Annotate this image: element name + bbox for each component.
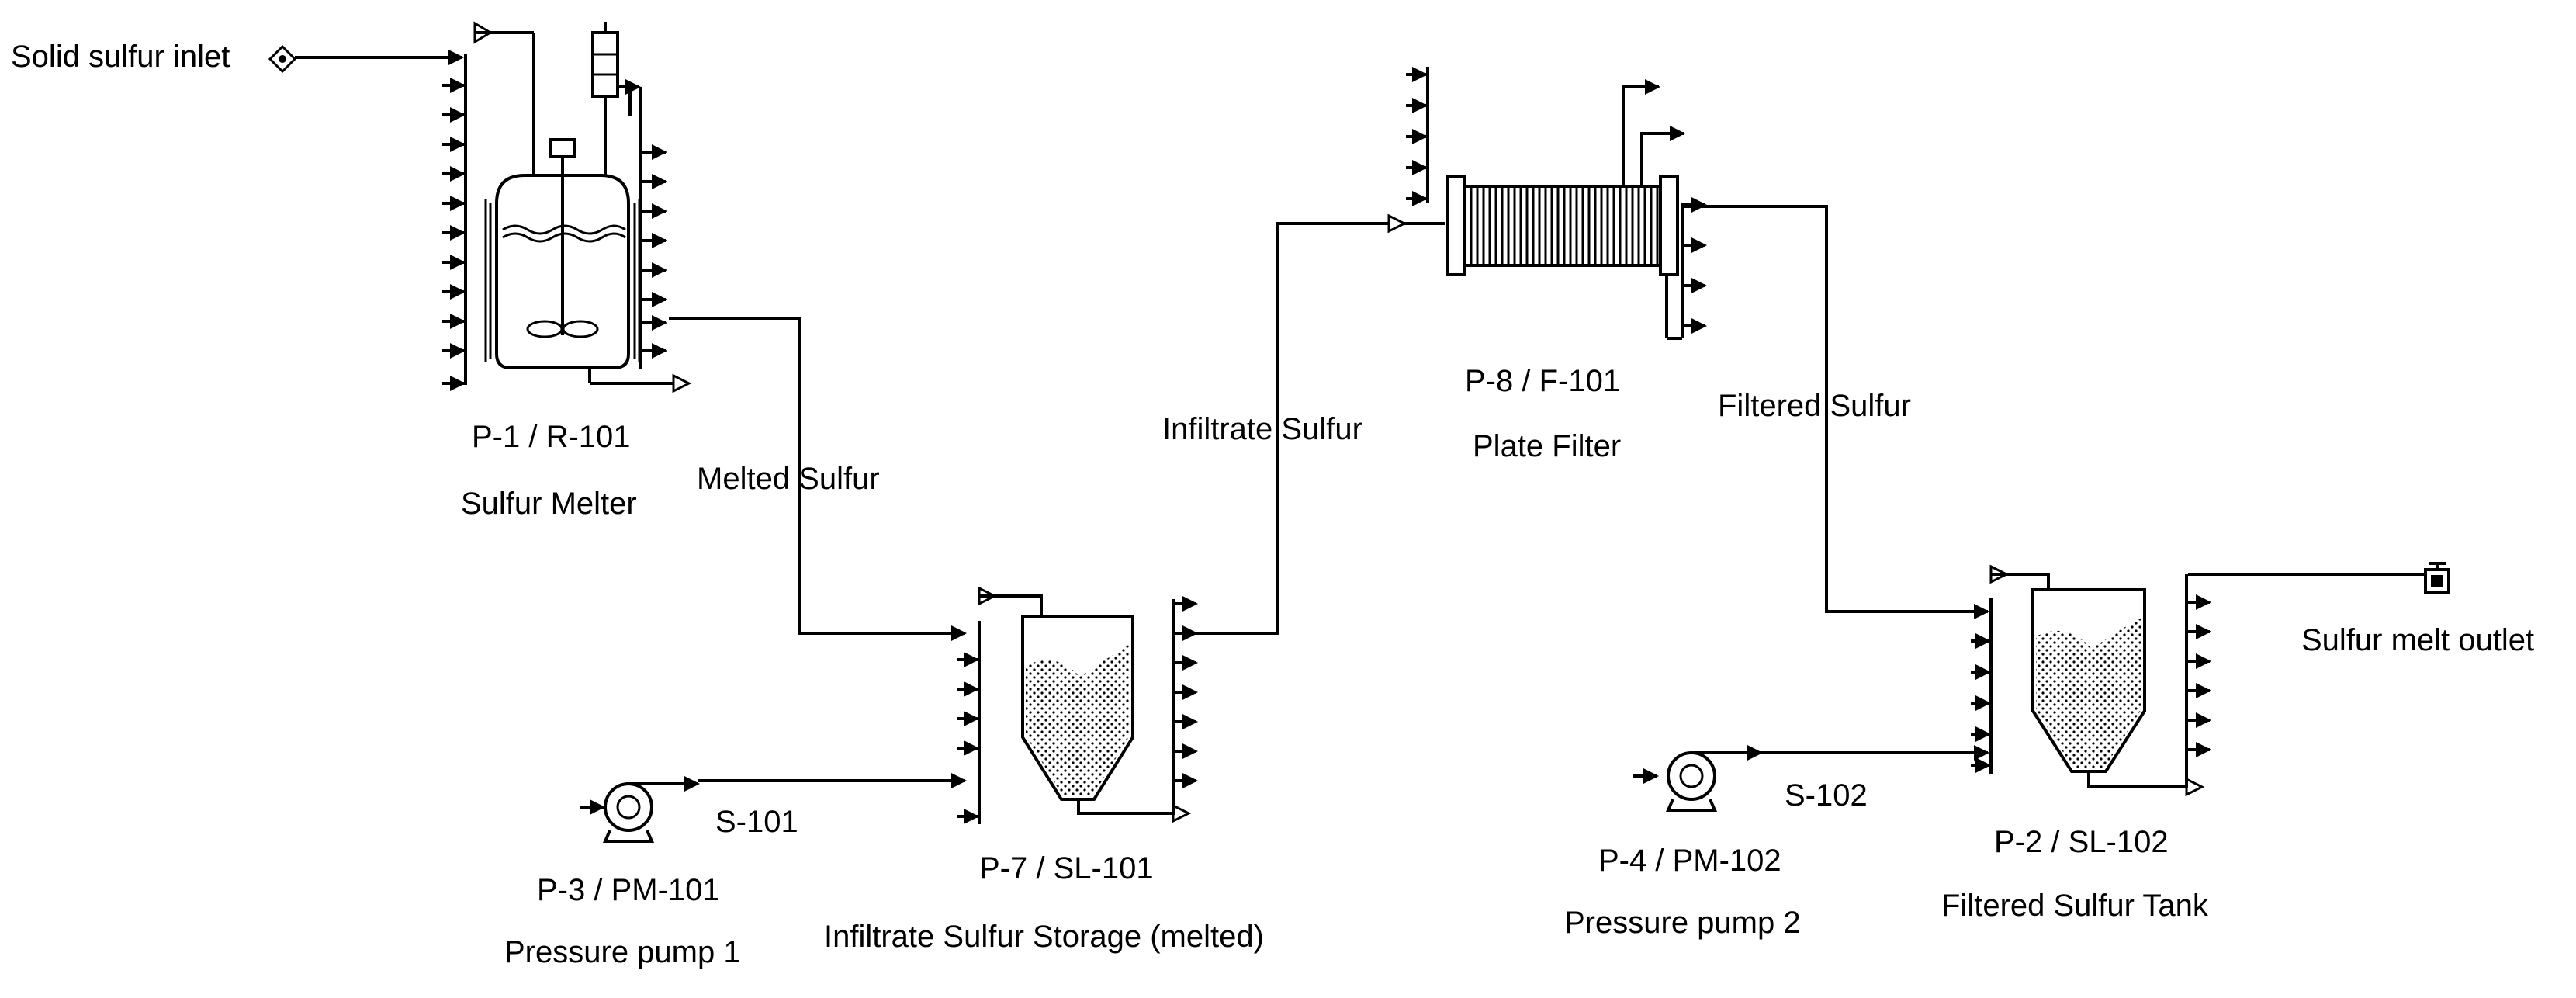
tank-name: Filtered Sulfur Tank (1941, 889, 2209, 923)
filter-end-plate-right (1659, 175, 1679, 276)
s-102-label: S-102 (1785, 778, 1868, 813)
storage-vent-icon (978, 586, 998, 606)
plate-filter-unit[interactable]: P-8 / F-101 Plate Filter (1406, 67, 1707, 463)
pressure-pump-1[interactable]: P-3 / PM-101 Pressure pump 1 (504, 776, 741, 969)
melter-tag: P-1 / R-101 (472, 420, 631, 454)
filtered-sulfur-label: Filtered Sulfur (1718, 389, 1911, 423)
storage-inlet-ports (957, 652, 979, 824)
pump-2-name: Pressure pump 2 (1564, 906, 1801, 940)
filtered-sulfur-tank[interactable]: P-2 / SL-102 Filtered Sulfur Tank (1941, 564, 2211, 923)
tank-inlet-ports (1971, 633, 1991, 773)
storage-tag: P-7 / SL-101 (979, 851, 1154, 885)
melter-vent-icon (473, 21, 493, 44)
outlet-terminal-icon (2424, 562, 2450, 594)
solid-sulfur-inlet[interactable]: Solid sulfur inlet (11, 40, 297, 74)
infiltrate-sulfur-label: Infiltrate Sulfur (1162, 412, 1362, 446)
pump-2-tag: P-4 / PM-102 (1598, 844, 1781, 878)
pump-1-name: Pressure pump 1 (504, 935, 741, 969)
filter-end-plate-left (1446, 175, 1466, 276)
s-101-label: S-101 (715, 805, 798, 839)
filtered-sulfur-stream-line (1684, 205, 1989, 619)
filter-plate-stack (1463, 185, 1662, 267)
filter-plates (1470, 188, 1659, 264)
melter-inlet-ports (442, 78, 466, 391)
storage-outlet-ports (1175, 596, 1198, 788)
filter-tag: P-8 / F-101 (1465, 364, 1620, 398)
pump-1-tag: P-3 / PM-101 (537, 873, 720, 907)
outlet-label: Sulfur melt outlet (2301, 623, 2534, 657)
agitator-impeller-icon (526, 320, 599, 338)
melted-sulfur-label: Melted Sulfur (697, 462, 880, 496)
storage-name: Infiltrate Sulfur Storage (melted) (824, 920, 1264, 954)
melter-condenser-icon (591, 31, 619, 98)
filter-name: Plate Filter (1473, 429, 1621, 463)
tank-tag: P-2 / SL-102 (1994, 825, 2169, 859)
melter-outlet-ports (642, 144, 667, 359)
pump-2-icon (1667, 751, 1716, 801)
sulfur-melter-unit[interactable]: P-1 / R-101 Sulfur Melter (442, 21, 692, 521)
inlet-label: Solid sulfur inlet (11, 40, 230, 74)
inlet-diamond-icon (268, 44, 297, 74)
infiltrate-storage-tank[interactable]: P-7 / SL-101 Infiltrate Sulfur Storage (… (824, 586, 1264, 954)
agitator-motor-icon (549, 138, 576, 158)
infiltrate-sulfur-stream-line (1176, 222, 1389, 635)
tank-outlet-ports (2188, 594, 2211, 757)
filter-inlet-ports (1406, 67, 1428, 206)
pressure-pump-2[interactable]: P-4 / PM-102 Pressure pump 2 (1564, 745, 1801, 940)
melter-name: Sulfur Melter (461, 487, 637, 521)
pump-1-icon (604, 782, 653, 832)
melted-sulfur-stream-line (669, 317, 967, 641)
sulfur-melt-outlet[interactable]: Sulfur melt outlet (2301, 562, 2534, 657)
filter-outlet-ports (1684, 197, 1707, 334)
tank-vent-icon (1989, 564, 2010, 584)
